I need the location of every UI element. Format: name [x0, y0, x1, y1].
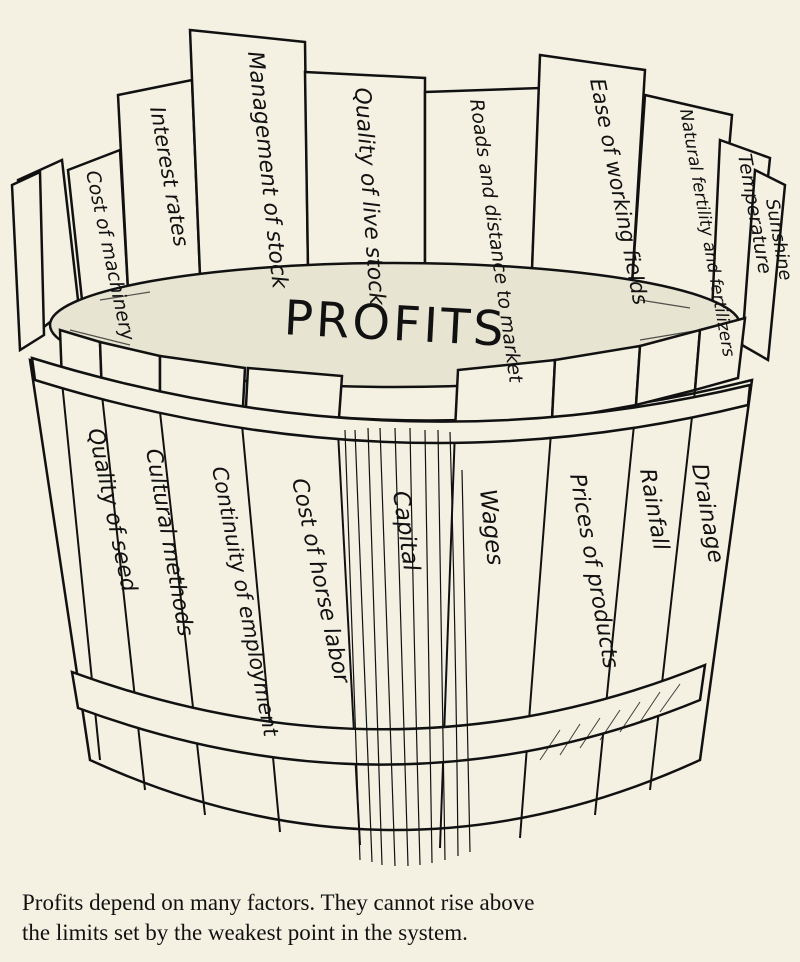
water-overflow — [344, 427, 471, 867]
barrel-illustration: PROFITS — [10, 28, 796, 867]
stave-divisions — [61, 381, 696, 849]
back-stave-left-outer — [10, 170, 46, 353]
back-stave-sunshine — [740, 168, 787, 363]
barrel-body — [28, 316, 754, 849]
bottom-hoop — [70, 663, 707, 766]
profits-label: PROFITS — [283, 290, 508, 358]
bottom-hoop-hatching — [539, 683, 681, 761]
caption-line-2: the limits set by the weakest point in t… — [22, 920, 468, 945]
water-surface: PROFITS — [48, 261, 742, 389]
caption-line-1: Profits depend on many factors. They can… — [22, 890, 535, 915]
top-hoop — [30, 356, 752, 445]
figure-caption: Profits depend on many factors. They can… — [22, 888, 792, 948]
